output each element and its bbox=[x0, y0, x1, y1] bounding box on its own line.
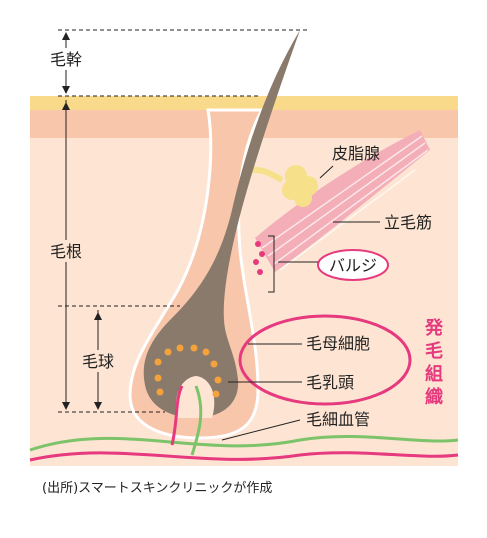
bulge-callout bbox=[317, 249, 389, 281]
skin-surface-layer bbox=[30, 96, 458, 110]
label-root: 毛根 bbox=[50, 242, 82, 261]
bulge-dots bbox=[253, 241, 265, 275]
follicle-tissue-ellipse bbox=[238, 314, 412, 406]
bulb-label-bg bbox=[78, 350, 118, 372]
label-sebaceous-gland: 皮脂腺 bbox=[332, 144, 380, 163]
root-label-bg bbox=[46, 240, 86, 262]
shaft-label-bg bbox=[46, 48, 86, 70]
hair-shaft bbox=[143, 30, 300, 418]
label-arrector-pili: 立毛筋 bbox=[384, 213, 432, 232]
capillary-green bbox=[29, 435, 459, 452]
credit-text: (出所)スマートスキンクリニックが作成 bbox=[42, 481, 272, 496]
sebaceous-gland bbox=[282, 165, 318, 207]
follicle-tissue-char-3: 組 bbox=[425, 363, 443, 385]
credit-band bbox=[30, 466, 458, 506]
label-shaft: 毛幹 bbox=[50, 50, 82, 69]
arrector-pili-muscle bbox=[255, 130, 430, 272]
muscle-fibers bbox=[261, 135, 429, 271]
capillary-pink bbox=[29, 451, 459, 462]
dermal-papilla bbox=[176, 376, 215, 418]
dimension-arrowheads bbox=[62, 32, 102, 410]
label-bulb: 毛球 bbox=[82, 352, 114, 371]
label-follicle-tissue: 発 毛 組 織 bbox=[420, 312, 448, 412]
label-capillary: 毛細血管 bbox=[306, 410, 370, 429]
follicle-tissue-char-1: 発 bbox=[424, 317, 444, 339]
papilla-vessel-green bbox=[190, 385, 203, 456]
label-matrix-cell: 毛母細胞 bbox=[306, 334, 370, 353]
papilla-vessel-pink bbox=[170, 385, 184, 446]
follicle-tissue-char-2: 毛 bbox=[425, 340, 443, 362]
matrix-cell-dots bbox=[154, 344, 222, 398]
label-bulge: バルジ bbox=[329, 256, 377, 275]
label-dermal-papilla: 毛乳頭 bbox=[306, 373, 354, 392]
follicle-tissue-char-4: 織 bbox=[425, 386, 443, 408]
dimension-markers bbox=[58, 29, 380, 441]
